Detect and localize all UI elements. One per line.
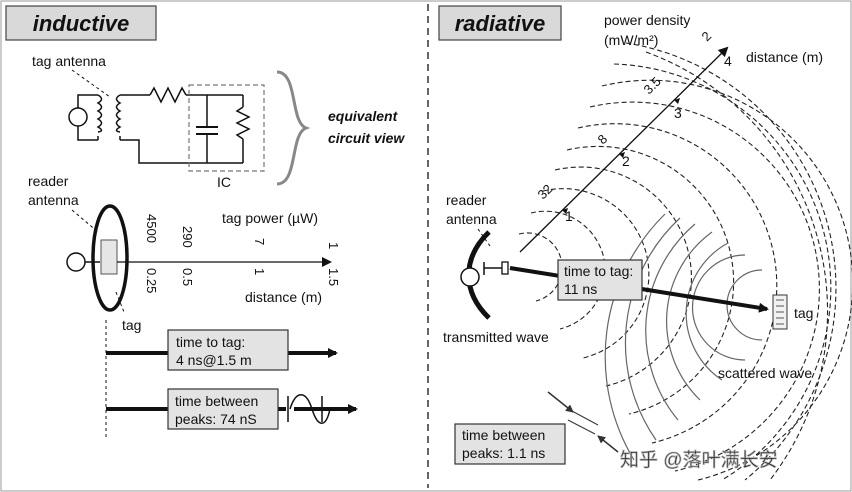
power-density-label-1: power density [604,12,690,28]
transmitted-wave-label: transmitted wave [443,329,549,345]
dist-value-4: 4 [724,53,732,69]
pd-value-8: 8 [595,131,611,147]
ic-label: IC [217,174,231,190]
inductive-distance-label: distance (m) [245,289,322,305]
dist-value-2: 2 [622,153,630,169]
radiative-source-icon [460,267,480,287]
distance-value-025: 0.25 [144,268,159,293]
radiative-tag-label: tag [794,305,813,321]
tag-antenna-label: tag antenna [32,53,106,69]
pd-value-2: 2 [699,28,715,44]
equivalent-label: equivalent [328,108,399,124]
tag-power-label: tag power (µW) [222,210,318,226]
power-value-7: 7 [252,238,267,245]
time-between-peaks-line1: time between [175,393,258,409]
radiative-time-to-tag-line1: time to tag: [564,263,633,279]
distance-value-1: 1 [252,268,267,275]
reader-antenna-label-2: antenna [28,192,79,208]
dist-value-3: 3 [674,105,682,121]
radiative-time-to-tag-box [557,259,643,301]
reader-antenna-label-1: reader [28,173,69,189]
reader-source-icon [68,107,88,127]
power-density-label-2: (mW/m²) [604,32,658,48]
radiative-panel: radiative power density (mW/m²) distance… [438,5,852,481]
radiative-time-between-peaks-line1: time between [462,427,545,443]
time-between-peaks-box [167,388,279,430]
radiative-reader-antenna-label-1: reader [446,192,487,208]
scattered-wave-label: scattered wave [718,365,812,381]
pd-value-32: 32 [535,181,556,202]
secondary-coil-icon [115,94,122,133]
inductive-title-box [5,5,157,41]
radiative-title: radiative [455,11,546,36]
time-between-peaks-line2: peaks: 74 nS [175,411,257,427]
reader-antenna-leader [71,209,99,233]
radiative-title-box [438,5,562,41]
time-to-tag-line1: time to tag: [176,334,245,350]
scattered-wavefronts [604,213,763,461]
load-resistor-icon [235,106,251,140]
time-to-tag-line2: 4 ns@1.5 m [176,352,252,368]
resistor-icon [149,86,187,104]
tag-antenna-leader [71,69,111,98]
tag-chip-icon [100,239,118,275]
watermark: 知乎 @落叶满长安 [620,449,778,471]
reader-source-icon-2 [66,252,86,272]
circuit-view-label: circuit view [328,130,405,146]
sine-wave-icon [289,394,331,424]
radiative-reader-antenna-label-2: antenna [446,211,497,227]
transmitted-wavefronts [518,42,852,481]
reader-loop-icon [91,204,129,312]
inductive-panel: inductive tag antenna IC [5,5,405,440]
inductive-title: inductive [33,11,130,36]
pd-value-35: 3.5 [641,74,664,97]
radiative-time-between-peaks-line2: peaks: 1.1 ns [462,445,545,461]
inductive-tag-label: tag [122,317,141,333]
radiative-time-between-peaks-box [454,423,566,465]
power-value-4500: 4500 [144,214,159,243]
feed-icon [501,261,509,275]
radiative-distance-label: distance (m) [746,49,823,65]
distance-value-15: 1.5 [326,268,341,286]
radiative-time-to-tag-line2: 11 ns [564,281,597,297]
power-value-1: 1 [326,242,341,249]
distance-value-05: 0.5 [180,268,195,286]
radiative-distance-axis [519,46,729,253]
primary-coil-icon [96,94,103,133]
power-value-290: 290 [180,226,195,248]
brace-icon [276,70,311,186]
time-to-tag-box [167,329,289,371]
dist-value-1: 1 [565,208,573,224]
equivalent-circuit [68,86,251,164]
